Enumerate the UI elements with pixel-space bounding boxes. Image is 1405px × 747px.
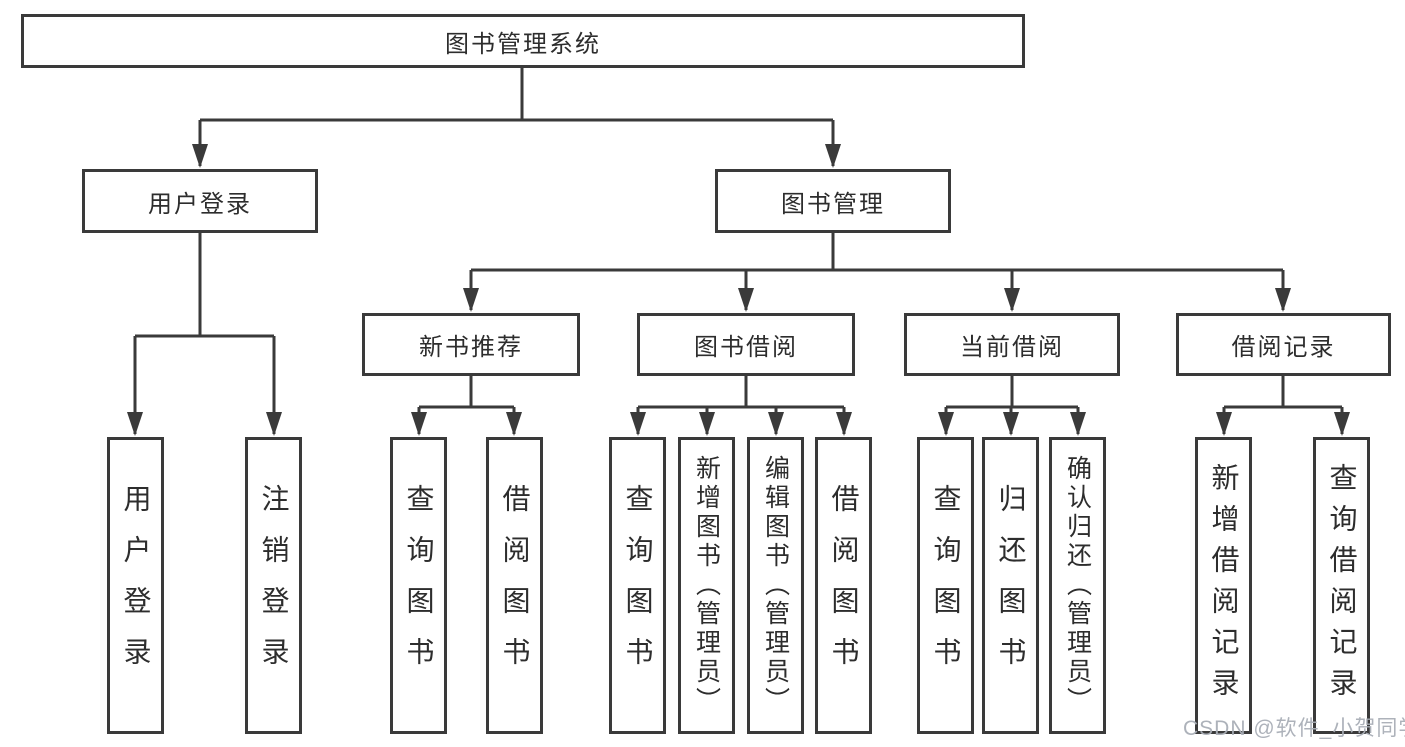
leaf-newbook-borrow-book-label: 借阅图书 [499, 483, 531, 688]
leaf-record-add-record: 新增借阅记录 [1195, 437, 1252, 734]
node-current-borrow-label: 当前借阅 [960, 334, 1064, 361]
leaf-current-return-book-label: 归还图书 [995, 483, 1027, 688]
connector-current-borrow [938, 376, 1086, 436]
leaf-newbook-borrow-book: 借阅图书 [486, 437, 543, 734]
node-book-mgmt: 图书管理 [715, 169, 951, 233]
node-user-login-label: 用户登录 [148, 190, 252, 218]
leaf-borrow-query-book: 查询图书 [609, 437, 666, 734]
leaf-borrow-borrow-book: 借阅图书 [815, 437, 872, 734]
node-borrow-record-label: 借阅记录 [1231, 334, 1336, 361]
leaf-borrow-edit-book-admin-label: 编辑图书（管理员） [761, 455, 790, 716]
leaf-borrow-borrow-book-label: 借阅图书 [828, 483, 860, 688]
node-new-book-rec-label: 新书推荐 [419, 334, 523, 361]
leaf-user-login: 用户登录 [107, 437, 164, 734]
leaf-newbook-query-book: 查询图书 [390, 437, 447, 734]
leaf-borrow-add-book-admin-label: 新增图书（管理员） [692, 455, 721, 716]
node-root-system: 图书管理系统 [21, 14, 1025, 68]
csdn-watermark: CSDN @软件_小贺同学 [1183, 717, 1405, 740]
leaf-newbook-query-book-label: 查询图书 [403, 483, 435, 688]
connector-book-mgmt-branch [463, 233, 1291, 312]
node-book-mgmt-label: 图书管理 [781, 190, 885, 218]
leaf-logout: 注销登录 [245, 437, 302, 734]
leaf-record-add-record-label: 新增借阅记录 [1208, 462, 1240, 709]
node-root-label: 图书管理系统 [445, 30, 601, 58]
leaf-record-query-record: 查询借阅记录 [1313, 437, 1370, 734]
leaf-current-return-book: 归还图书 [982, 437, 1039, 734]
connector-new-book-rec [411, 376, 522, 436]
leaf-current-query-book: 查询图书 [917, 437, 974, 734]
leaf-borrow-add-book-admin: 新增图书（管理员） [678, 437, 735, 734]
leaf-record-query-record-label: 查询借阅记录 [1326, 462, 1358, 709]
leaf-current-confirm-return-admin-label: 确认归还（管理员） [1063, 455, 1092, 716]
leaf-user-login-label: 用户登录 [120, 483, 152, 688]
node-new-book-rec: 新书推荐 [362, 313, 580, 376]
leaf-current-confirm-return-admin: 确认归还（管理员） [1049, 437, 1106, 734]
node-borrow-record: 借阅记录 [1176, 313, 1391, 376]
node-current-borrow: 当前借阅 [904, 313, 1120, 376]
leaf-logout-label: 注销登录 [258, 483, 290, 688]
leaf-borrow-edit-book-admin: 编辑图书（管理员） [747, 437, 804, 734]
node-book-borrow-label: 图书借阅 [694, 334, 798, 361]
connector-user-login-branch [127, 233, 282, 436]
leaf-borrow-query-book-label: 查询图书 [622, 483, 654, 688]
node-user-login: 用户登录 [82, 169, 318, 233]
leaf-current-query-book-label: 查询图书 [930, 483, 962, 688]
connector-root-to-level2 [192, 68, 841, 168]
connector-borrow-record [1216, 376, 1350, 436]
connector-book-borrow [630, 376, 852, 436]
node-book-borrow: 图书借阅 [637, 313, 855, 376]
